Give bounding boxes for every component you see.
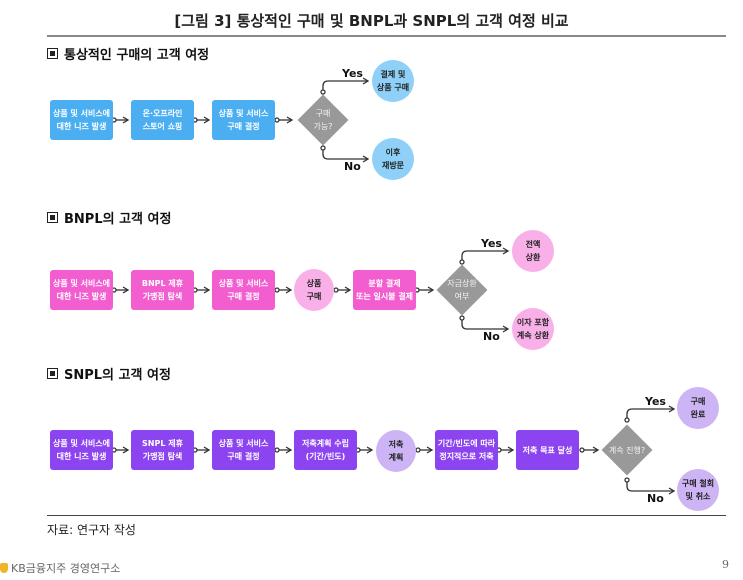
step-regular-savings: 기간/빈도에 따라 정지적으로 저축 [435, 430, 498, 470]
yes-label: Yes [481, 237, 502, 250]
outcome-purchase-cancel: 구매 철회 및 취소 [677, 469, 719, 511]
source-note: 자료: 연구자 작성 [47, 523, 136, 537]
connector-dot [274, 447, 280, 453]
decision-continue: 계속 진행? [601, 424, 653, 476]
connector-dot [333, 287, 339, 293]
section-heading-bnpl: BNPL의 고객 여정 [47, 208, 171, 227]
square-bullet-icon [47, 368, 58, 379]
decision-text: 구매 가능? [313, 109, 333, 131]
connector-dot [274, 287, 280, 293]
step-need-arises: 상품 및 서비스에 대한 니즈 발생 [50, 430, 113, 470]
step-need-arises: 상품 및 서비스에 대한 니즈 발생 [50, 270, 113, 310]
connector-dot [320, 145, 326, 151]
outcome-full-repayment: 전액 상환 [512, 230, 554, 272]
section-heading-general: 통상적인 구매의 고객 여정 [47, 44, 209, 63]
no-arrow [322, 148, 370, 163]
section-heading-text: SNPL의 고객 여정 [64, 368, 171, 383]
step-purchase-decision: 상품 및 서비스 구매 결정 [212, 430, 275, 470]
yes-arrow [322, 77, 370, 92]
yes-arrow [626, 405, 676, 420]
connector-dot [579, 447, 585, 453]
section-heading-snpl: SNPL의 고객 여정 [47, 364, 171, 383]
no-arrow [626, 480, 676, 495]
step-installment-payment: 분할 결제 또는 일시불 결제 [353, 270, 416, 310]
yes-label: Yes [342, 67, 363, 80]
outcome-continue-with-interest: 이자 포함 계속 상환 [512, 308, 554, 350]
yes-arrow [461, 247, 510, 262]
section-heading-text: 통상적인 구매의 고객 여정 [64, 48, 210, 63]
connector-dot [624, 417, 630, 423]
step-find-bnpl-merchant: BNPL 제휴 가맹점 탐색 [131, 270, 194, 310]
event-savings-plan: 저축 계획 [376, 430, 416, 472]
no-label: No [344, 160, 361, 173]
decision-text: 자금상환 여부 [447, 279, 477, 301]
step-savings-goal: 저축 목표 달성 [516, 430, 579, 470]
outcome-revisit-later: 이후 재방문 [372, 138, 414, 180]
connector-dot [274, 117, 280, 123]
step-purchase-decision: 상품 및 서비스 구매 결정 [212, 100, 275, 140]
connector-dot [624, 477, 630, 483]
step-find-snpl-merchant: SNPL 제휴 가맹점 탐색 [131, 430, 194, 470]
no-arrow [461, 318, 510, 333]
step-purchase-decision: 상품 및 서비스 구매 결정 [212, 270, 275, 310]
step-store-shopping: 온·오프라인 스토어 쇼핑 [131, 100, 194, 140]
decision-repayment: 자금상환 여부 [436, 264, 488, 316]
page-number: 9 [722, 558, 729, 571]
event-product-purchase: 상품 구매 [294, 269, 334, 311]
connector-dot [459, 315, 465, 321]
title-divider [47, 35, 726, 37]
square-bullet-icon [47, 48, 58, 59]
yes-label: Yes [645, 395, 666, 408]
bottom-divider [47, 515, 726, 516]
decision-can-purchase: 구매 가능? [297, 94, 349, 146]
step-need-arises: 상품 및 서비스에 대한 니즈 발생 [50, 100, 113, 140]
step-savings-plan: 저축계획 수립 (기간/빈도) [294, 430, 357, 470]
no-label: No [483, 330, 500, 343]
square-bullet-icon [47, 212, 58, 223]
connector-dot [415, 447, 421, 453]
kb-logo-icon [0, 563, 8, 573]
figure-title: [그림 3] 통상적인 구매 및 BNPL과 SNPL의 고객 여정 비교 [174, 12, 569, 30]
decision-text: 계속 진행? [608, 445, 646, 455]
outcome-payment-purchase: 결제 및 상품 구매 [372, 60, 414, 102]
outcome-purchase-complete: 구매 완료 [677, 387, 719, 429]
footer-logo-text: KB금융지주 경영연구소 [11, 562, 121, 575]
no-label: No [647, 492, 664, 505]
section-heading-text: BNPL의 고객 여정 [64, 212, 172, 227]
footer-logo: KB금융지주 경영연구소 [0, 560, 120, 576]
